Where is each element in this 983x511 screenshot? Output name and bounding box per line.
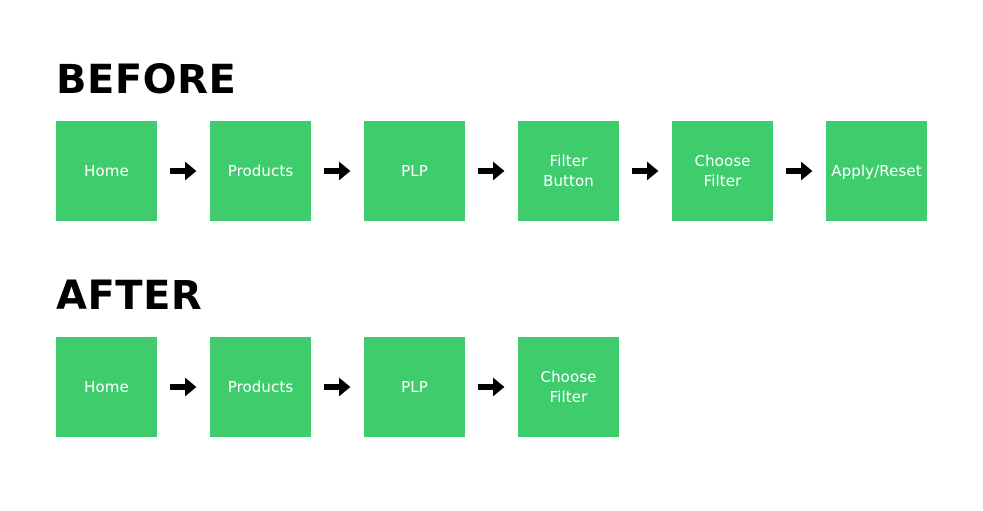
section-after: AFTER Home Products PLP <box>56 272 619 437</box>
flow-node-plp[interactable]: PLP <box>364 121 465 221</box>
flow-node-label: Choose Filter <box>694 152 751 190</box>
arrow-right-icon <box>773 121 826 221</box>
section-before: BEFORE Home Products PLP <box>56 56 927 221</box>
flow-node-home[interactable]: Home <box>56 121 157 221</box>
flow-row-before: Home Products PLP <box>56 121 927 221</box>
flow-node-plp[interactable]: PLP <box>364 337 465 437</box>
arrow-right-icon <box>311 121 364 221</box>
flow-node-label: PLP <box>401 378 428 396</box>
flow-node-home[interactable]: Home <box>56 337 157 437</box>
flow-node-choose-filter[interactable]: Choose Filter <box>518 337 619 437</box>
arrow-right-icon <box>157 337 210 437</box>
flow-node-apply-reset[interactable]: Apply/Reset <box>826 121 927 221</box>
flow-node-label: Products <box>227 162 294 180</box>
flow-node-filter-button[interactable]: Filter Button <box>518 121 619 221</box>
flow-node-products[interactable]: Products <box>210 121 311 221</box>
flow-node-products[interactable]: Products <box>210 337 311 437</box>
flow-node-label: Products <box>227 378 294 396</box>
arrow-right-icon <box>465 121 518 221</box>
arrow-right-icon <box>311 337 364 437</box>
flow-row-after: Home Products PLP <box>56 337 619 437</box>
flow-node-choose-filter[interactable]: Choose Filter <box>672 121 773 221</box>
arrow-right-icon <box>619 121 672 221</box>
arrow-right-icon <box>465 337 518 437</box>
flow-node-label: Filter Button <box>543 152 594 190</box>
flow-node-label: Choose Filter <box>540 368 597 406</box>
flow-node-label: Apply/Reset <box>831 162 922 180</box>
flow-node-label: Home <box>84 162 129 180</box>
section-after-heading: AFTER <box>56 273 203 319</box>
section-before-heading: BEFORE <box>56 57 237 103</box>
arrow-right-icon <box>157 121 210 221</box>
flow-node-label: Home <box>84 378 129 396</box>
flow-node-label: PLP <box>401 162 428 180</box>
